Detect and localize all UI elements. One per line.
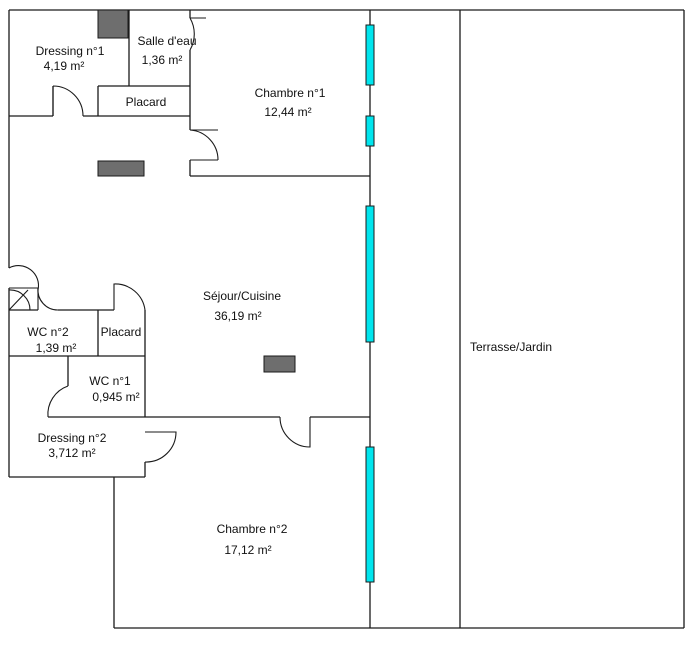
label-sejour-area: 36,19 m² bbox=[214, 309, 261, 323]
label-wc1-area: 0,945 m² bbox=[92, 390, 139, 404]
door-wc2 bbox=[8, 289, 31, 311]
label-wc1-name: WC n°1 bbox=[89, 374, 131, 388]
doors bbox=[8, 17, 311, 463]
label-salle-eau-area: 1,36 m² bbox=[142, 53, 183, 67]
door-placard-mid bbox=[113, 283, 146, 311]
label-chambre1-area: 12,44 m² bbox=[264, 105, 311, 119]
label-dressing2-area: 3,712 m² bbox=[48, 446, 95, 460]
label-chambre2-area: 17,12 m² bbox=[224, 543, 271, 557]
label-placard-top: Placard bbox=[126, 95, 167, 109]
room-labels: Dressing n°1 4,19 m² Salle d'eau 1,36 m²… bbox=[27, 34, 552, 557]
label-terrasse: Terrasse/Jardin bbox=[470, 340, 552, 354]
label-salle-eau-name: Salle d'eau bbox=[137, 34, 196, 48]
label-wc2-area: 1,39 m² bbox=[36, 341, 77, 355]
window-sejour bbox=[365, 205, 375, 343]
door-wc2-opening bbox=[37, 287, 59, 311]
door-chambre2 bbox=[279, 416, 311, 448]
fixture-hallway bbox=[97, 160, 145, 177]
label-dressing1-name: Dressing n°1 bbox=[36, 44, 105, 58]
windows bbox=[365, 24, 375, 583]
window-chambre1-upper bbox=[365, 24, 375, 86]
door-dressing2 bbox=[144, 431, 177, 463]
fixtures bbox=[97, 9, 296, 373]
walls bbox=[8, 9, 685, 629]
window-chambre1-lower bbox=[365, 115, 375, 147]
label-dressing1-area: 4,19 m² bbox=[44, 59, 85, 73]
label-sejour-name: Séjour/Cuisine bbox=[203, 289, 281, 303]
label-chambre1-name: Chambre n°1 bbox=[255, 86, 326, 100]
door-chambre1 bbox=[189, 129, 219, 161]
label-placard-mid: Placard bbox=[101, 325, 142, 339]
door-left-entry bbox=[8, 265, 40, 310]
door-dressing1 bbox=[52, 85, 84, 117]
door-salle-eau bbox=[189, 17, 206, 51]
fixture-sejour bbox=[263, 355, 296, 373]
label-dressing2-name: Dressing n°2 bbox=[38, 431, 107, 445]
door-wc1 bbox=[47, 385, 69, 418]
window-chambre2 bbox=[365, 446, 375, 583]
label-wc2-name: WC n°2 bbox=[27, 325, 69, 339]
label-chambre2-name: Chambre n°2 bbox=[217, 522, 288, 536]
fixture-salle-eau bbox=[97, 9, 129, 39]
